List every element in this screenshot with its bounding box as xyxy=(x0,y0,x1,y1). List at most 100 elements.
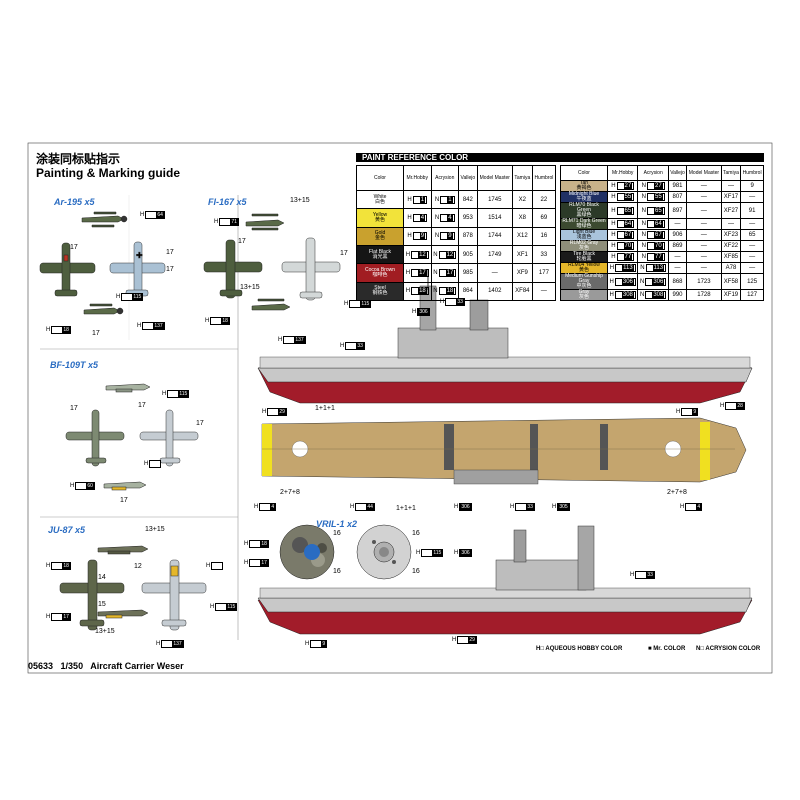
code-humbrol: 69 xyxy=(531,208,557,228)
code-vallejo: — xyxy=(667,251,688,263)
code-vallejo: 906 xyxy=(667,229,688,241)
deck-note-2: 2+7+8 xyxy=(280,489,300,496)
code-tamiya: XF17 xyxy=(720,191,742,203)
code-humbrol: 22 xyxy=(531,189,557,210)
color-name: Gold xyxy=(374,230,386,237)
color-name-cn: 白色 xyxy=(374,198,385,205)
col-humbrol: Humbrol xyxy=(531,165,557,191)
color-name: Cocoa Brown xyxy=(364,266,395,273)
code-humbrol: 9 xyxy=(740,180,764,192)
legend-hobby: H□ AQUEOUS HOBBY COLOR xyxy=(536,646,623,652)
tag-h113-bf109: H xyxy=(144,460,162,468)
code-tamiya: XF23 xyxy=(720,229,742,241)
code-vallejo: — xyxy=(667,262,688,274)
col-mrhobby: Mr.Hobby xyxy=(606,165,639,181)
color-name-cn: 灰色 xyxy=(578,294,589,300)
color-name: White xyxy=(373,193,387,200)
col-modelmaster: Model Master xyxy=(686,165,722,181)
title-english: Painting & Marking guide xyxy=(36,166,181,180)
code-mm: — xyxy=(686,180,722,192)
code-vallejo: 897 xyxy=(667,202,688,219)
color-name-cn: 咖啡色 xyxy=(372,271,388,278)
color-name-cn: 灰色 xyxy=(578,245,589,251)
code-tamiya: XF85 xyxy=(720,251,742,263)
color-name-cn: 浅蓝色 xyxy=(576,234,592,240)
color-name: Yellow xyxy=(372,211,388,218)
code-vallejo: 868 xyxy=(667,273,688,290)
code-humbrol: — xyxy=(740,191,764,203)
code-humbrol: 91 xyxy=(740,202,764,219)
col-humbrol: Humbrol xyxy=(740,165,764,181)
color-name-cn: 暗绿色 xyxy=(576,223,592,229)
callout-13-15: 13+15 xyxy=(290,197,310,204)
code-tamiya: — xyxy=(720,180,742,192)
code-mm: 1744 xyxy=(476,226,513,246)
kit-code: 05633 xyxy=(28,661,54,671)
color-name-cn: 轮胎黑 xyxy=(576,256,592,262)
legend-mr-color: ■ Mr. COLOR xyxy=(648,646,686,652)
code-tamiya: XF84 xyxy=(511,281,533,302)
code-mm: — xyxy=(686,191,722,203)
code-mm: 1723 xyxy=(686,273,722,290)
code-tamiya: X12 xyxy=(511,226,533,246)
code-vallejo: 842 xyxy=(458,189,478,210)
color-name: Medium Gunship Gray xyxy=(565,273,603,284)
code-vallejo: 878 xyxy=(458,226,478,246)
color-name: Midnight Blue xyxy=(568,191,600,197)
code-tamiya: — xyxy=(720,218,742,230)
deck-note-3: 1+1+1 xyxy=(396,505,416,512)
code-tamiya: XF22 xyxy=(720,240,742,252)
col-acrysion: Acrysion xyxy=(637,165,669,181)
col-mrhobby: Mr.Hobby xyxy=(403,165,432,191)
code-mm: 1514 xyxy=(476,208,513,228)
deck-note-4: 2+7+8 xyxy=(667,489,687,496)
color-name-cn: 黑绿色 xyxy=(576,212,592,218)
